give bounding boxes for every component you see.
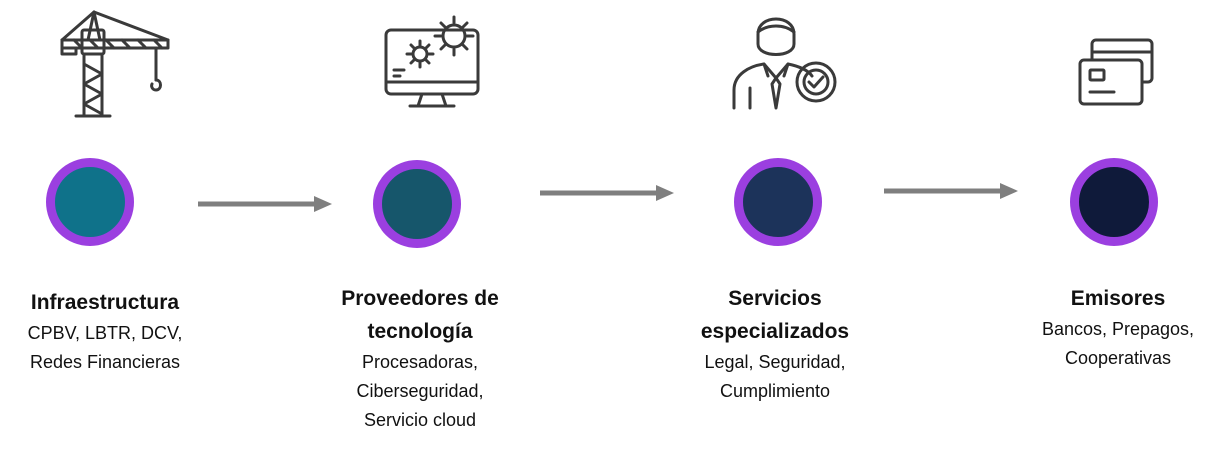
stage-title: Proveedores de bbox=[341, 287, 499, 310]
cards-icon bbox=[1078, 38, 1154, 106]
label-servicios: Servicios especializados Legal, Segurida… bbox=[680, 282, 870, 406]
stage-detail-line: Redes Financieras bbox=[29, 352, 181, 372]
consultant-check-icon bbox=[732, 17, 837, 110]
label-emisores: Emisores Bancos, Prepagos, Cooperativas bbox=[1025, 282, 1211, 373]
monitor-gears-icon bbox=[384, 15, 480, 108]
node-proveedores bbox=[373, 160, 461, 248]
stage-detail-line: Procesadoras, bbox=[361, 352, 479, 372]
node-emisores bbox=[1070, 158, 1158, 246]
stage-detail-line: Servicio cloud bbox=[363, 410, 477, 430]
stage-detail-line: Cooperativas bbox=[1064, 348, 1172, 368]
stage-title: Infraestructura bbox=[30, 291, 180, 314]
stage-title: tecnología bbox=[367, 320, 473, 343]
stage-title: Emisores bbox=[1070, 287, 1166, 310]
label-infraestructura: Infraestructura CPBV, LBTR, DCV, Redes F… bbox=[0, 286, 210, 377]
stage-detail-line: Legal, Seguridad, bbox=[704, 352, 846, 372]
stage-title: especializados bbox=[700, 320, 850, 343]
crane-icon bbox=[60, 10, 170, 118]
arrow-connector-3 bbox=[884, 183, 1018, 199]
node-servicios bbox=[734, 158, 822, 246]
arrow-connector-1 bbox=[198, 196, 332, 212]
stage-detail-line: Cumplimiento bbox=[719, 381, 831, 401]
stage-detail-line: Ciberseguridad, bbox=[356, 381, 484, 401]
stage-detail-line: Bancos, Prepagos, bbox=[1041, 319, 1195, 339]
arrow-connector-2 bbox=[540, 185, 674, 201]
stage-title: Servicios bbox=[728, 287, 822, 310]
label-proveedores: Proveedores de tecnología Procesadoras, … bbox=[330, 282, 510, 435]
node-infraestructura bbox=[46, 158, 134, 246]
stage-detail-line: CPBV, LBTR, DCV, bbox=[27, 323, 183, 343]
